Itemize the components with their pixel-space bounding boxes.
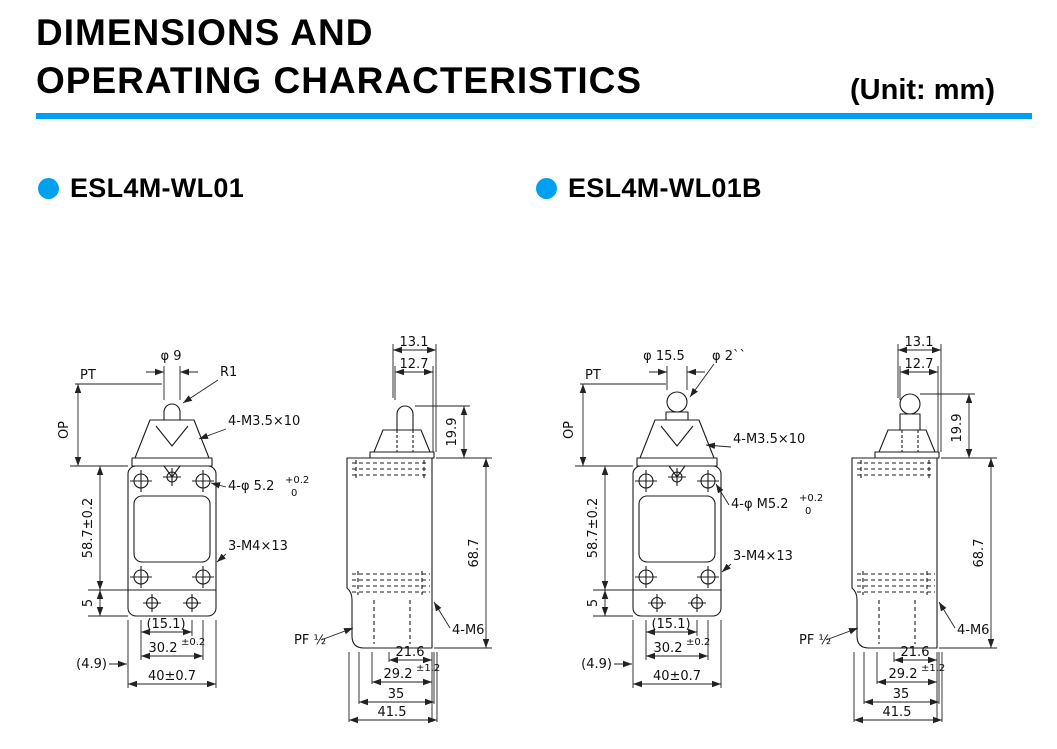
dim-w3: 35 [388, 687, 405, 702]
dim-w-holes-tol: ±0.2 [686, 637, 710, 648]
label-tip-radius: R1 [220, 365, 237, 380]
wl01-front-outline [127, 403, 217, 617]
dim-w3: 35 [893, 687, 910, 702]
page-title-line1: DIMENSIONS AND [36, 12, 374, 53]
wl01-side-outline [346, 405, 435, 649]
dim-w1: 21.6 [396, 645, 425, 660]
model-heading-wl01: ESL4M-WL01 [38, 173, 244, 204]
dim-w-holes: 30.2 [654, 641, 683, 656]
model-name-wl01b: ESL4M-WL01B [568, 173, 762, 203]
label-side-tap: 3-M4×13 [228, 539, 288, 554]
label-op: OP [562, 421, 577, 439]
wl01b-front-labels: PT OP φ 15.5 φ 2`` 4-M3.5×10 4-φ M5.2 +0… [562, 349, 823, 684]
wl01b-side-labels: 13.1 12.7 19.9 68.7 PF ½ 21.6 29.2 ±1.2 … [799, 335, 989, 720]
technical-drawings: PT OP φ 9 R1 4-M3.5×10 4-φ 5.2 +0.2 0 58… [57, 335, 997, 724]
label-mount-tol-lower: 0 [291, 488, 297, 499]
header-divider [36, 113, 1032, 119]
unit-label: (Unit: mm) [850, 74, 995, 106]
dim-w4: 41.5 [883, 705, 912, 720]
dim-w-offset: (4.9) [581, 657, 612, 672]
label-side-mount: 4-M6 [957, 623, 989, 638]
model-name-wl01: ESL4M-WL01 [70, 173, 245, 203]
model-heading-wl01b: ESL4M-WL01B [536, 173, 762, 204]
dim-plunger-dia: φ 15.5 [643, 349, 685, 364]
dim-w1: 21.6 [901, 645, 930, 660]
label-conduit: PF ½ [294, 633, 326, 648]
label-op: OP [57, 421, 72, 439]
wl01b-side-outline [851, 393, 940, 649]
dim-w2-tol: ±1.2 [921, 663, 945, 674]
label-head-screws: 4-M3.5×10 [733, 432, 805, 447]
label-head-screws: 4-M3.5×10 [228, 414, 300, 429]
bullet-icon [38, 178, 59, 199]
page-title-line2: OPERATING CHARACTERISTICS [36, 60, 643, 101]
dim-top-inner: 12.7 [905, 357, 934, 372]
bullet-icon [536, 178, 557, 199]
label-conduit: PF ½ [799, 633, 831, 648]
dim-body-height: 58.7±0.2 [81, 498, 96, 559]
dim-side-body-height: 68.7 [467, 539, 482, 568]
label-side-mount: 4-M6 [452, 623, 484, 638]
dim-w-total: 40±0.7 [653, 669, 701, 684]
wl01b-front-dim-lines [575, 363, 732, 688]
label-pt: PT [80, 368, 96, 383]
wl01-side-dim-lines [320, 344, 492, 724]
wl01b-side-dim-lines [825, 344, 997, 724]
wl01-front-dim-lines [70, 366, 227, 688]
dim-body-height: 58.7±0.2 [586, 498, 601, 559]
label-mount-holes: 4-φ M5.2 [731, 497, 789, 512]
label-mount-holes: 4-φ 5.2 [228, 479, 274, 494]
wl01-side-labels: 13.1 12.7 19.9 68.7 PF ½ 21.6 29.2 ±1.2 … [294, 335, 484, 720]
label-mount-tol-upper: +0.2 [285, 475, 309, 486]
wl01b-front-outline [632, 391, 722, 617]
dim-w-inner: (15.1) [146, 617, 185, 632]
dim-w-inner: (15.1) [651, 617, 690, 632]
dim-base-height: 5 [586, 599, 601, 607]
dim-top-inner: 12.7 [400, 357, 429, 372]
dim-w2-tol: ±1.2 [416, 663, 440, 674]
label-side-tap: 3-M4×13 [733, 549, 793, 564]
dim-w-offset: (4.9) [76, 657, 107, 672]
dim-w-holes: 30.2 [149, 641, 178, 656]
dim-w2: 29.2 [889, 667, 918, 682]
dim-w-total: 40±0.7 [148, 669, 196, 684]
dim-w2: 29.2 [384, 667, 413, 682]
dim-top-outer: 13.1 [905, 335, 934, 350]
label-mount-tol-upper: +0.2 [799, 493, 823, 504]
dim-top-outer: 13.1 [400, 335, 429, 350]
label-pt: PT [585, 368, 601, 383]
label-ball-note: φ 2`` [712, 349, 746, 364]
dim-plunger-dia: φ 9 [161, 349, 182, 364]
dim-base-height: 5 [81, 599, 96, 607]
label-mount-tol-lower: 0 [805, 506, 811, 517]
dim-head-height: 19.9 [950, 414, 965, 443]
wl01-front-labels: PT OP φ 9 R1 4-M3.5×10 4-φ 5.2 +0.2 0 58… [57, 349, 309, 684]
dim-w-holes-tol: ±0.2 [181, 637, 205, 648]
dim-side-body-height: 68.7 [972, 539, 987, 568]
dim-w4: 41.5 [378, 705, 407, 720]
dim-head-height: 19.9 [445, 418, 460, 447]
